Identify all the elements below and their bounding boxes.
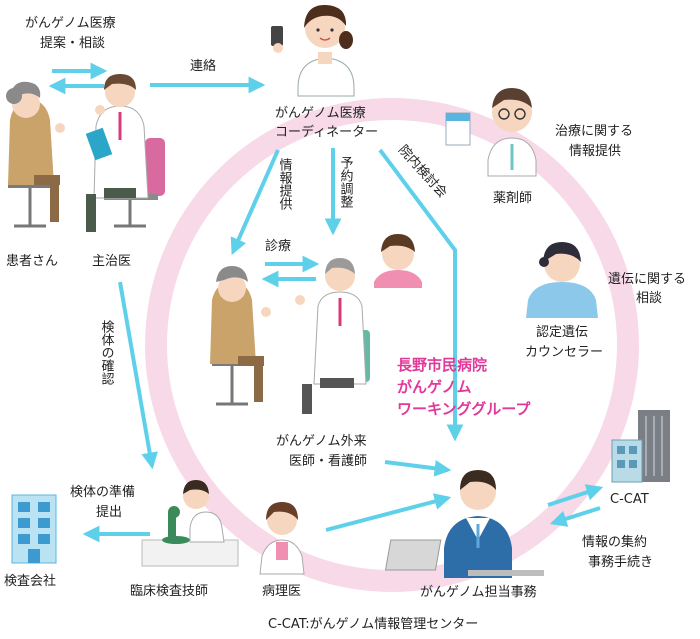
outpatient-label-line1: がんゲノム外来 — [276, 434, 367, 449]
flow-specimen-check: 検体の確認 — [99, 320, 115, 385]
outpatient-nurse-figure — [374, 234, 422, 288]
flow-genetic-consult-line1: 遺伝に関する — [608, 272, 686, 287]
outpatient-doctor-figure — [295, 258, 370, 414]
genetic-counselor-label-line1: 認定遺伝 — [536, 324, 588, 340]
office-worker-figure — [384, 470, 544, 578]
attending-doctor-label: 主治医 — [92, 254, 131, 269]
arrow-ccat-to-office — [549, 506, 601, 527]
lab-company-label: 検査会社 — [4, 573, 56, 589]
genetic-counselor-figure — [526, 242, 598, 318]
flow-specimen-prep-line2: 提出 — [96, 504, 122, 520]
coordinator-label-line2: コーディネーター — [275, 124, 378, 140]
outpatient-label-line2: 医師・看護師 — [289, 453, 367, 469]
flow-info-collection-line2: 事務手続き — [588, 555, 653, 570]
pathologist-label: 病理医 — [262, 584, 301, 599]
team-ring — [145, 98, 639, 592]
lab-technician-label: 臨床検査技師 — [130, 584, 208, 599]
attending-doctor-figure — [85, 74, 165, 232]
flow-arrows — [48, 62, 604, 543]
pathologist-figure — [259, 502, 305, 575]
arrow-info-provision — [230, 149, 280, 256]
flow-info-collection-line1: 情報の集約 — [582, 534, 647, 550]
flow-treatment-info-line2: 情報提供 — [569, 143, 621, 159]
ccat-building — [611, 410, 670, 483]
ccat-label: C-CAT — [610, 492, 649, 507]
flow-info-provision: 情報提供 — [277, 158, 293, 210]
text-layer: がんゲノム医療 提案・相談 連絡 がんゲノム医療 コーディネーター 治療に関する… — [4, 16, 686, 632]
flow-genetic-consult-line2: 相談 — [636, 290, 662, 306]
flow-consult-line2: 提案・相談 — [40, 35, 105, 51]
footnote: C-CAT:がんゲノム情報管理センター — [268, 617, 478, 632]
arrow-specimen-check — [118, 281, 158, 470]
office-label: がんゲノム担当事務 — [420, 585, 537, 600]
patient-label: 患者さん — [6, 254, 58, 269]
flow-case-review: 院内検討会 — [395, 142, 450, 201]
patient-figure — [6, 81, 65, 228]
pharmacist-figure — [445, 88, 537, 177]
flow-contact: 連絡 — [190, 58, 216, 74]
flow-consult-line1: がんゲノム医療 — [25, 16, 116, 31]
arrow-office-to-ccat — [547, 484, 604, 507]
working-group-line1: 長野市民病院 — [397, 356, 487, 374]
lab-company-building — [11, 494, 57, 564]
flow-specimen-prep-line1: 検体の準備 — [70, 484, 135, 500]
flow-appointment: 予約調整 — [338, 156, 354, 208]
genetic-counselor-label-line2: カウンセラー — [525, 345, 603, 360]
flow-examination: 診療 — [265, 238, 291, 254]
pharmacist-label: 薬剤師 — [493, 190, 532, 206]
flow-treatment-info-line1: 治療に関する — [555, 124, 633, 139]
arrow-case-review — [378, 148, 464, 442]
arrow-outpatient-to-office — [384, 459, 452, 477]
coordinator-figure — [271, 4, 355, 97]
coordinator-label-line1: がんゲノム医療 — [275, 106, 366, 121]
outpatient-patient-figure — [210, 266, 271, 406]
lab-technician-figure — [141, 480, 239, 567]
arrow-pathologist-to-office — [325, 493, 452, 532]
working-group-line2: がんゲノム — [397, 378, 472, 396]
working-group-line3: ワーキンググループ — [397, 400, 531, 418]
